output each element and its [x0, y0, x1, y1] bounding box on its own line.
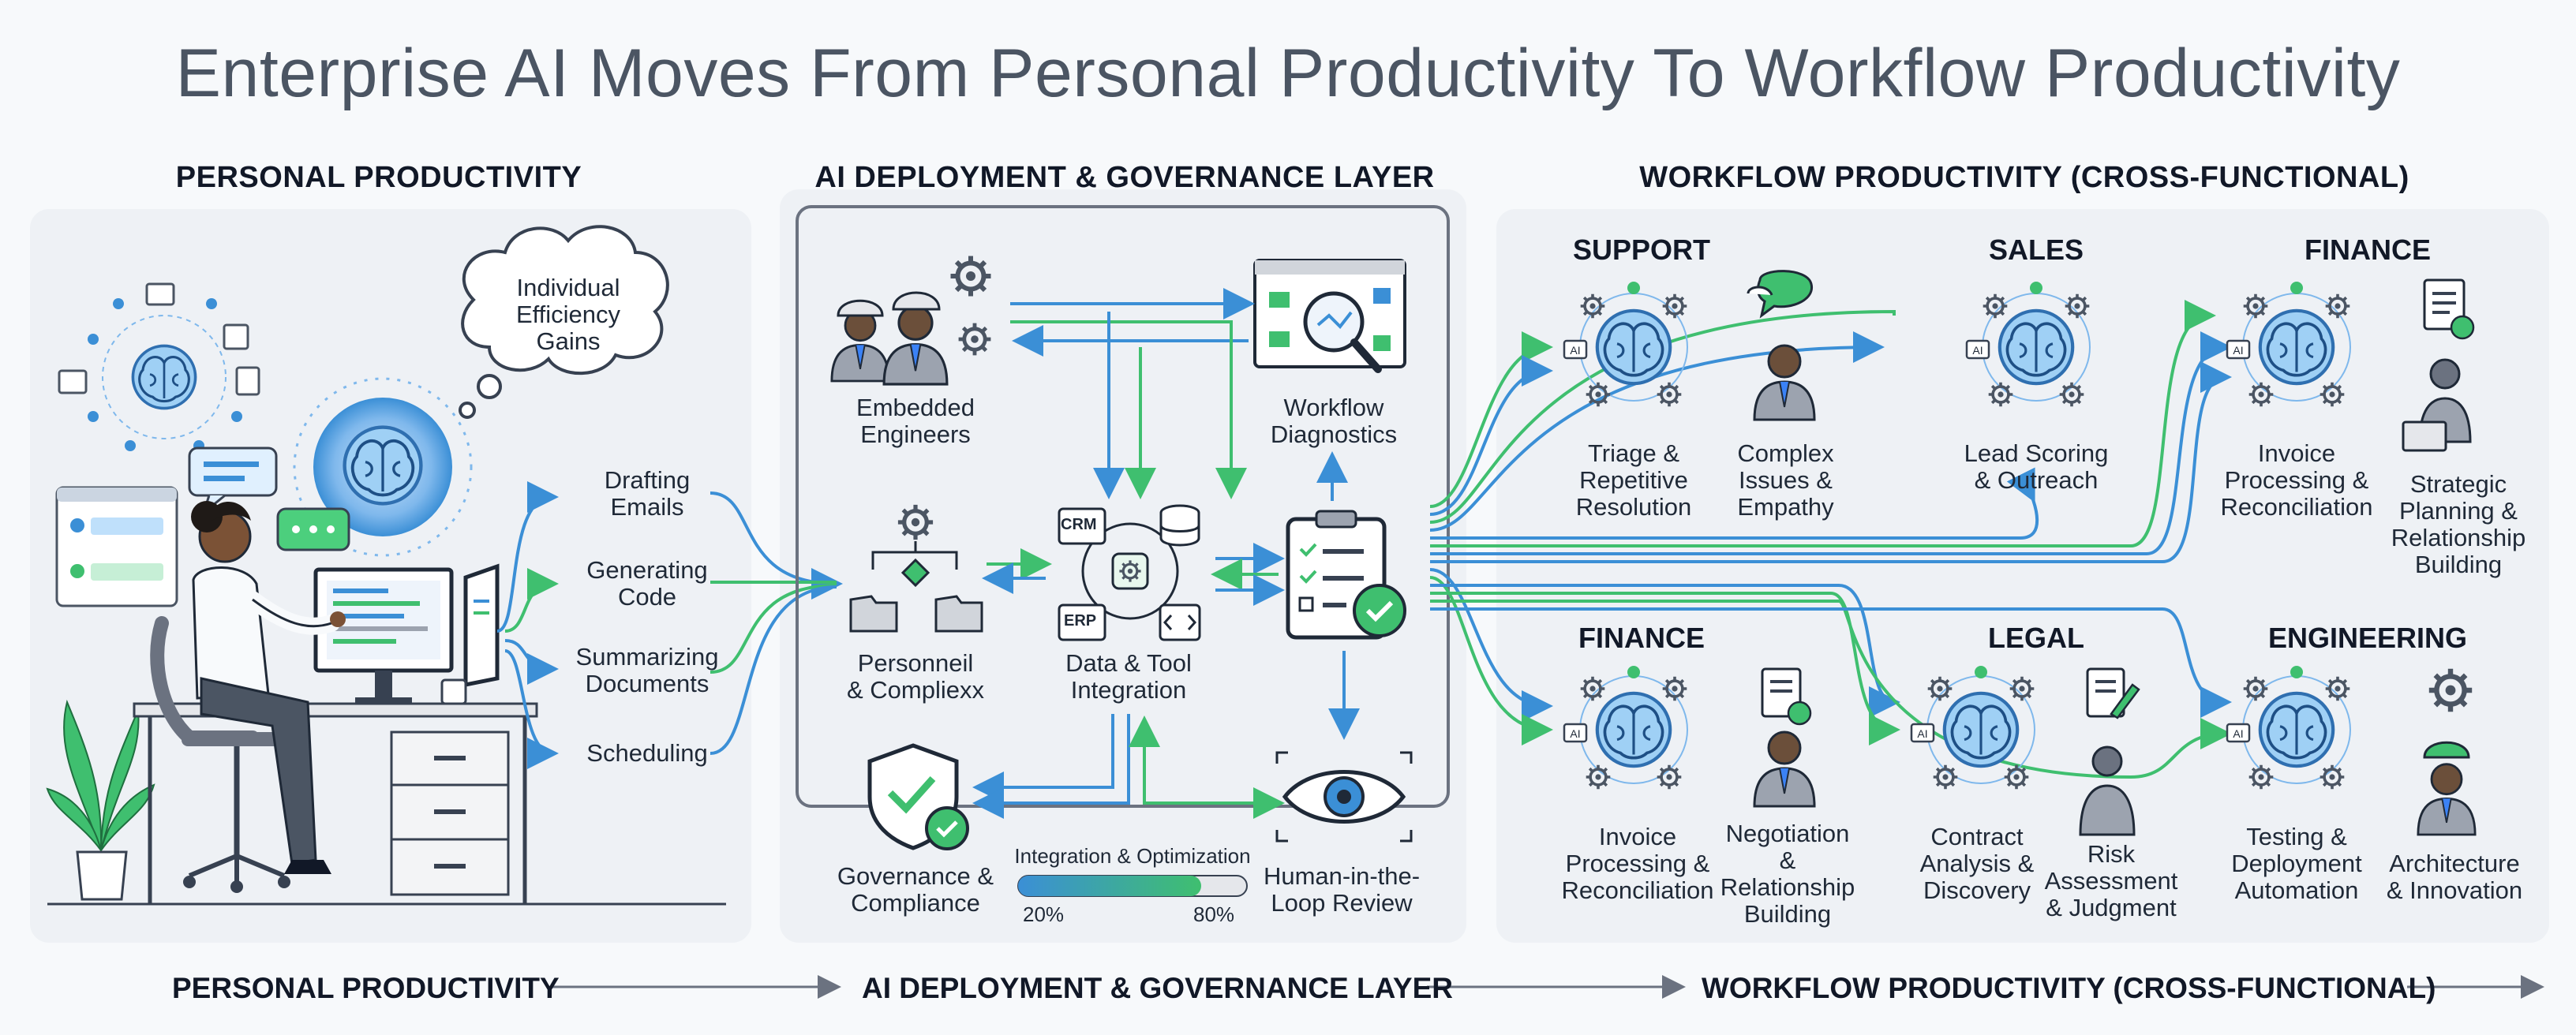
thought-label: Individual Efficiency Gains — [515, 274, 621, 355]
personnel-label: Personneil & Compliexx — [847, 649, 984, 704]
engineering-header: ENGINEERING — [2267, 622, 2468, 654]
network-brain-icon — [58, 282, 260, 451]
svg-text:AI: AI — [1570, 727, 1580, 740]
section-header-workflow: WORKFLOW PRODUCTIVITY (CROSS-FUNCTIONAL) — [1639, 161, 2409, 194]
message-card-icon — [55, 486, 178, 607]
sales-label-a: Lead Scoring & Outreach — [1964, 439, 2109, 494]
finance-bottom-label-a: Invoice Processing & Reconciliation — [1561, 823, 1714, 904]
governance-connectors — [972, 288, 1360, 819]
checklist-icon — [1286, 510, 1406, 640]
data-tool-label: Data & Tool Integration — [1065, 649, 1192, 704]
footer-personal: PERSONAL PRODUCTIVITY — [172, 972, 560, 1004]
finance-bottom-label-b: Negotiation & Relationship Building — [1720, 820, 1855, 928]
legal-label-b: Risk Assessment & Judgment — [2044, 840, 2178, 921]
sales-header: SALES — [1988, 234, 2084, 266]
document-check-icon — [1761, 667, 1812, 726]
support-agent-icon — [1753, 344, 1816, 421]
legal-label-a: Contract Analysis & Discovery — [1919, 823, 2035, 904]
section-header-governance: AI DEPLOYMENT & GOVERNANCE LAYER — [814, 161, 1435, 194]
finance-top-label-a: Invoice Processing & Reconciliation — [2220, 439, 2373, 521]
workflow-diagnostics-label: Workflow Diagnostics — [1270, 394, 1398, 448]
eye-icon — [1275, 751, 1413, 843]
data-integration-hub-icon — [1058, 504, 1201, 641]
page-title: Enterprise AI Moves From Personal Produc… — [175, 35, 2401, 111]
sales-brain-icon: AI — [1965, 282, 2091, 409]
engineer-hardhat-icon — [2417, 741, 2477, 836]
shield-icon — [867, 743, 969, 850]
section-header-personal: PERSONAL PRODUCTIVITY — [175, 161, 582, 194]
svg-text:AI: AI — [2233, 727, 2243, 740]
support-label-b: Complex Issues & Empathy — [1737, 439, 1834, 521]
task-connectors — [496, 481, 843, 769]
support-label-a: Triage & Repetitive Resolution — [1575, 439, 1692, 521]
footer-governance: AI DEPLOYMENT & GOVERNANCE LAYER — [862, 972, 1453, 1004]
chat-bubble-icon — [1747, 270, 1813, 319]
task-generating-code: Generating Code — [586, 556, 708, 611]
task-scheduling: Scheduling — [586, 739, 708, 767]
svg-text:AI: AI — [2233, 344, 2243, 357]
finance-bottom-brain-icon: AI — [1563, 666, 1689, 791]
chat-bubble-icon — [188, 447, 350, 551]
engineering-brain-icon: AI — [2226, 666, 2352, 791]
finance-top-label-b: Strategic Planning & Relationship Buildi… — [2391, 470, 2526, 578]
glowing-brain-icon — [293, 377, 473, 557]
laptop-woman-icon — [2402, 358, 2472, 452]
legal-brain-icon: AI — [1910, 666, 2036, 791]
workflow-diagnostics-icon — [1253, 259, 1406, 373]
personnel-flowchart-icon — [849, 505, 983, 633]
engineers-icon — [830, 256, 991, 386]
human-loop-label: Human-in-the- Loop Review — [1263, 862, 1421, 917]
finance-top-header: FINANCE — [2305, 234, 2431, 266]
engineering-label-a: Testing & Deployment Automation — [2231, 823, 2362, 904]
contract-pen-icon — [2086, 667, 2140, 719]
svg-text:AI: AI — [1917, 727, 1927, 740]
legal-header: LEGAL — [1988, 622, 2084, 654]
finance-top-brain-icon: AI — [2226, 282, 2352, 409]
erp-tag: ERP — [1064, 612, 1097, 630]
support-brain-icon: AI — [1563, 282, 1689, 409]
crm-tag: CRM — [1061, 516, 1097, 533]
progress-start: 20% — [1023, 902, 1065, 926]
governance-compliance-label: Governance & Compliance — [837, 862, 994, 917]
finance-bottom-header: FINANCE — [1578, 622, 1705, 654]
task-summarizing-documents: Summarizing Documents — [575, 643, 719, 697]
progress-end: 80% — [1193, 902, 1235, 926]
task-drafting-emails: Drafting Emails — [604, 466, 691, 521]
legal-woman-icon — [2079, 745, 2136, 836]
woman-at-desk-illustration — [46, 501, 726, 906]
engineering-label-b: Architecture & Innovation — [2386, 850, 2523, 904]
support-header: SUPPORT — [1572, 234, 1711, 266]
invoice-doc-icon — [2423, 278, 2475, 340]
svg-text:AI: AI — [1972, 344, 1983, 357]
footer-workflow: WORKFLOW PRODUCTIVITY (CROSS-FUNCTIONAL) — [1702, 972, 2436, 1004]
embedded-engineers-label: Embedded Engineers — [856, 394, 975, 448]
settings-gear-icon — [2429, 669, 2472, 712]
progress-label: Integration & Optimization — [1014, 844, 1251, 868]
svg-text:AI: AI — [1570, 344, 1580, 357]
workflow-connectors — [1429, 300, 2232, 779]
thought-cloud-icon — [459, 225, 669, 419]
progress-bar — [1017, 875, 1248, 897]
negotiator-icon — [1753, 730, 1816, 808]
